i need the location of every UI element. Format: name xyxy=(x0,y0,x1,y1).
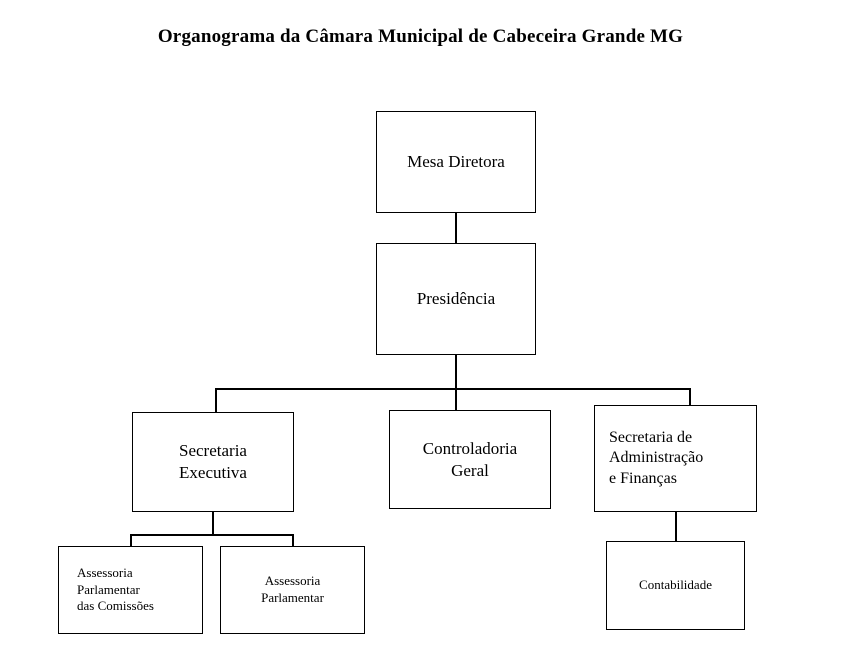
node-contabilidade[interactable]: Contabilidade xyxy=(606,541,745,630)
connector-mesa-to-presidencia xyxy=(455,212,457,244)
node-assessoria-parlamentar-comissoes[interactable]: Assessoria Parlamentar das Comissões xyxy=(58,546,203,634)
node-presidencia[interactable]: Presidência xyxy=(376,243,536,355)
connector-administracao-to-contabilidade xyxy=(675,511,677,542)
node-secretaria-administracao[interactable]: Secretaria de Administração e Finanças xyxy=(594,405,757,512)
node-secretaria-executiva-label: Secretaria Executiva xyxy=(179,441,247,482)
node-secretaria-administracao-label: Secretaria de Administração e Finanças xyxy=(609,428,704,487)
connector-secretaria-executiva-drop xyxy=(212,511,214,535)
connector-bus-to-secretaria-executiva xyxy=(215,388,217,413)
node-assessoria-parlamentar[interactable]: Assessoria Parlamentar xyxy=(220,546,365,634)
node-mesa-diretora-label: Mesa Diretora xyxy=(407,152,505,172)
node-controladoria-geral-label: Controladoria Geral xyxy=(422,438,518,480)
connector-presidencia-bus xyxy=(215,388,691,390)
node-assessoria-parlamentar-comissoes-label: Assessoria Parlamentar das Comissões xyxy=(77,565,154,614)
node-mesa-diretora[interactable]: Mesa Diretora xyxy=(376,111,536,213)
connector-presidencia-drop xyxy=(455,354,457,390)
page-title: Organograma da Câmara Municipal de Cabec… xyxy=(157,26,684,47)
connector-bus-to-secretaria-administracao xyxy=(689,388,691,406)
node-contabilidade-label: Contabilidade xyxy=(639,577,712,593)
node-assessoria-parlamentar-label: Assessoria Parlamentar xyxy=(261,573,324,605)
connector-secretaria-executiva-bus xyxy=(130,534,294,536)
connector-bus-to-assessoria-comissoes xyxy=(130,534,132,547)
connector-bus-to-assessoria-parlamentar xyxy=(292,534,294,547)
node-controladoria-geral[interactable]: Controladoria Geral xyxy=(389,410,551,509)
connector-bus-to-controladoria xyxy=(455,388,457,411)
node-presidencia-label: Presidência xyxy=(416,289,496,309)
node-secretaria-executiva[interactable]: Secretaria Executiva xyxy=(132,412,294,512)
